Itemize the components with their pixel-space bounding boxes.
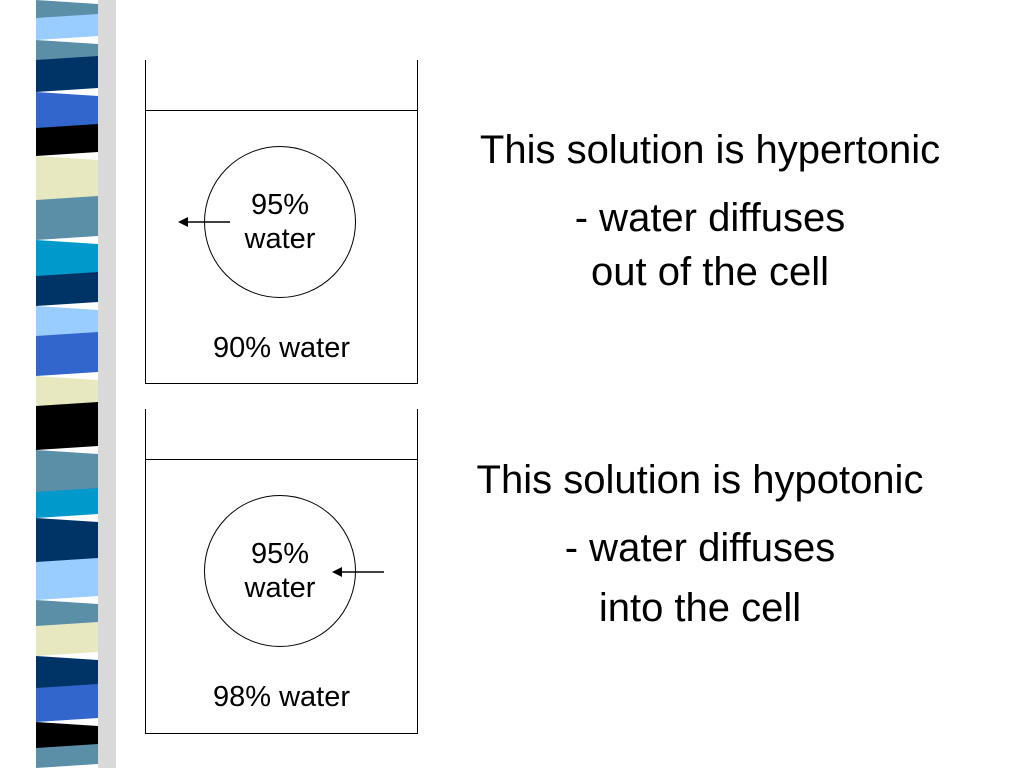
stripe-segment bbox=[36, 196, 98, 240]
stripe-segment bbox=[36, 376, 98, 410]
stripe-segment bbox=[36, 306, 98, 340]
hypotonic-heading: This solution is hypotonic bbox=[476, 458, 924, 502]
stripe-segment bbox=[36, 402, 98, 450]
stripe-segment bbox=[36, 488, 98, 518]
hypertonic-heading: This solution is hypertonic bbox=[479, 128, 941, 172]
cell-water-label: 95% water bbox=[244, 538, 316, 604]
arrow-in-icon bbox=[332, 567, 384, 577]
hypertonic-beaker: 95% water 90% water bbox=[145, 60, 418, 384]
stripe-segment bbox=[36, 450, 98, 496]
stripe-segment bbox=[36, 622, 98, 656]
water-surface-line bbox=[146, 110, 417, 111]
solution-water-label: 98% water bbox=[212, 681, 350, 713]
stripe-segment bbox=[36, 684, 98, 722]
decorative-stripe-bar bbox=[36, 0, 116, 768]
cell-water-label: 95% water bbox=[244, 189, 316, 255]
stripe-segment bbox=[36, 124, 98, 156]
stripe-segment bbox=[36, 656, 98, 692]
hypertonic-line1: - water diffuses bbox=[574, 196, 846, 240]
hypertonic-line2: out of the cell bbox=[591, 250, 829, 294]
stripe-segment bbox=[36, 744, 98, 768]
stripe-segment bbox=[36, 92, 98, 132]
solution-water-label: 90% water bbox=[212, 332, 350, 364]
hypotonic-beaker: 95% water 98% water bbox=[145, 409, 418, 734]
hypotonic-line2: into the cell bbox=[598, 586, 802, 630]
stripe-segment bbox=[36, 240, 98, 280]
stripe-shadow bbox=[98, 0, 116, 768]
stripe-segment bbox=[36, 558, 98, 600]
water-surface-line bbox=[146, 459, 417, 460]
cell-circle: 95% water bbox=[204, 146, 356, 298]
stripe-segment bbox=[36, 600, 98, 630]
stripe-segment bbox=[36, 56, 98, 92]
stripe-segment bbox=[36, 156, 98, 204]
stripe-segment bbox=[36, 272, 98, 306]
stripe-segment bbox=[36, 332, 98, 376]
hypotonic-line1: - water diffuses bbox=[564, 526, 836, 570]
arrow-out-icon bbox=[178, 217, 230, 227]
stripe-segment bbox=[36, 518, 98, 566]
stripe-segment bbox=[36, 14, 98, 40]
cell-circle: 95% water bbox=[204, 495, 356, 647]
stripe-segment bbox=[36, 722, 98, 752]
